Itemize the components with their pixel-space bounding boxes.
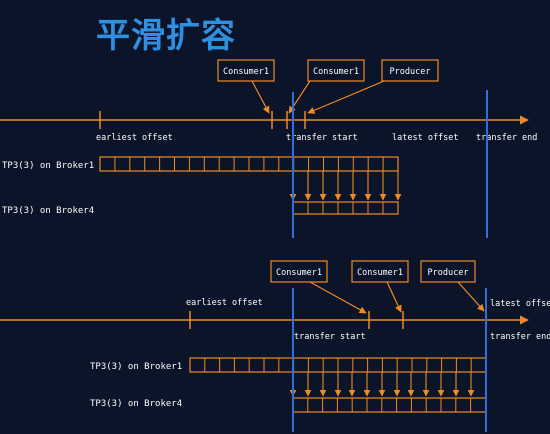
top-consumer1-box-a: Consumer1 xyxy=(217,59,275,82)
top-label-earliest-offset: earliest offset xyxy=(96,133,173,143)
top-consumer1-label-b: Consumer1 xyxy=(313,67,359,77)
bottom-consumer1-box-b: Consumer1 xyxy=(351,260,409,283)
top-producer-box: Producer xyxy=(381,59,439,82)
bottom-producer-label: Producer xyxy=(428,268,469,278)
top-copy-arrows xyxy=(289,171,402,201)
bottom-broker4-log xyxy=(292,397,487,413)
top-consumer1-box-b: Consumer1 xyxy=(307,59,365,82)
top-row-label-broker4: TP3(3) on Broker4 xyxy=(2,206,94,216)
top-pointer-consumer1-a xyxy=(251,80,270,114)
top-label-transfer-end: transfer end xyxy=(476,133,537,143)
bottom-label-transfer-start: transfer start xyxy=(294,332,366,342)
bottom-consumer1-box-a: Consumer1 xyxy=(270,260,328,283)
top-label-transfer-start: transfer start xyxy=(286,133,358,143)
top-broker4-log xyxy=(292,201,399,215)
bottom-pointer-consumer1-a xyxy=(309,281,367,314)
bottom-consumer1-label-b: Consumer1 xyxy=(357,268,403,278)
bottom-pointer-consumer1-b xyxy=(386,281,402,313)
bottom-label-transfer-end: transfer end xyxy=(490,332,550,342)
bottom-copy-arrows xyxy=(289,372,475,397)
bottom-label-latest-offset: latest offset xyxy=(490,299,550,309)
top-section: Consumer1 Consumer1 Producer earliest of… xyxy=(0,59,537,238)
top-row-label-broker1: TP3(3) on Broker1 xyxy=(2,161,94,171)
top-label-latest-offset: latest offset xyxy=(392,133,459,143)
top-pointer-producer xyxy=(307,80,385,114)
bottom-row-label-broker1: TP3(3) on Broker1 xyxy=(90,362,182,372)
top-producer-label: Producer xyxy=(390,67,431,77)
bottom-pointer-producer xyxy=(457,281,485,312)
bottom-consumer1-label-a: Consumer1 xyxy=(276,268,322,278)
bottom-label-earliest-offset: earliest offset xyxy=(186,298,263,308)
bottom-producer-box: Producer xyxy=(420,260,476,283)
bottom-section: Consumer1 Consumer1 Producer earliest of… xyxy=(0,260,550,432)
bottom-broker1-log xyxy=(189,357,487,373)
top-broker1-log xyxy=(99,156,399,172)
page-title: 平滑扩容 xyxy=(96,16,236,56)
bottom-row-label-broker4: TP3(3) on Broker4 xyxy=(90,399,182,409)
top-consumer1-label-a: Consumer1 xyxy=(223,67,269,77)
